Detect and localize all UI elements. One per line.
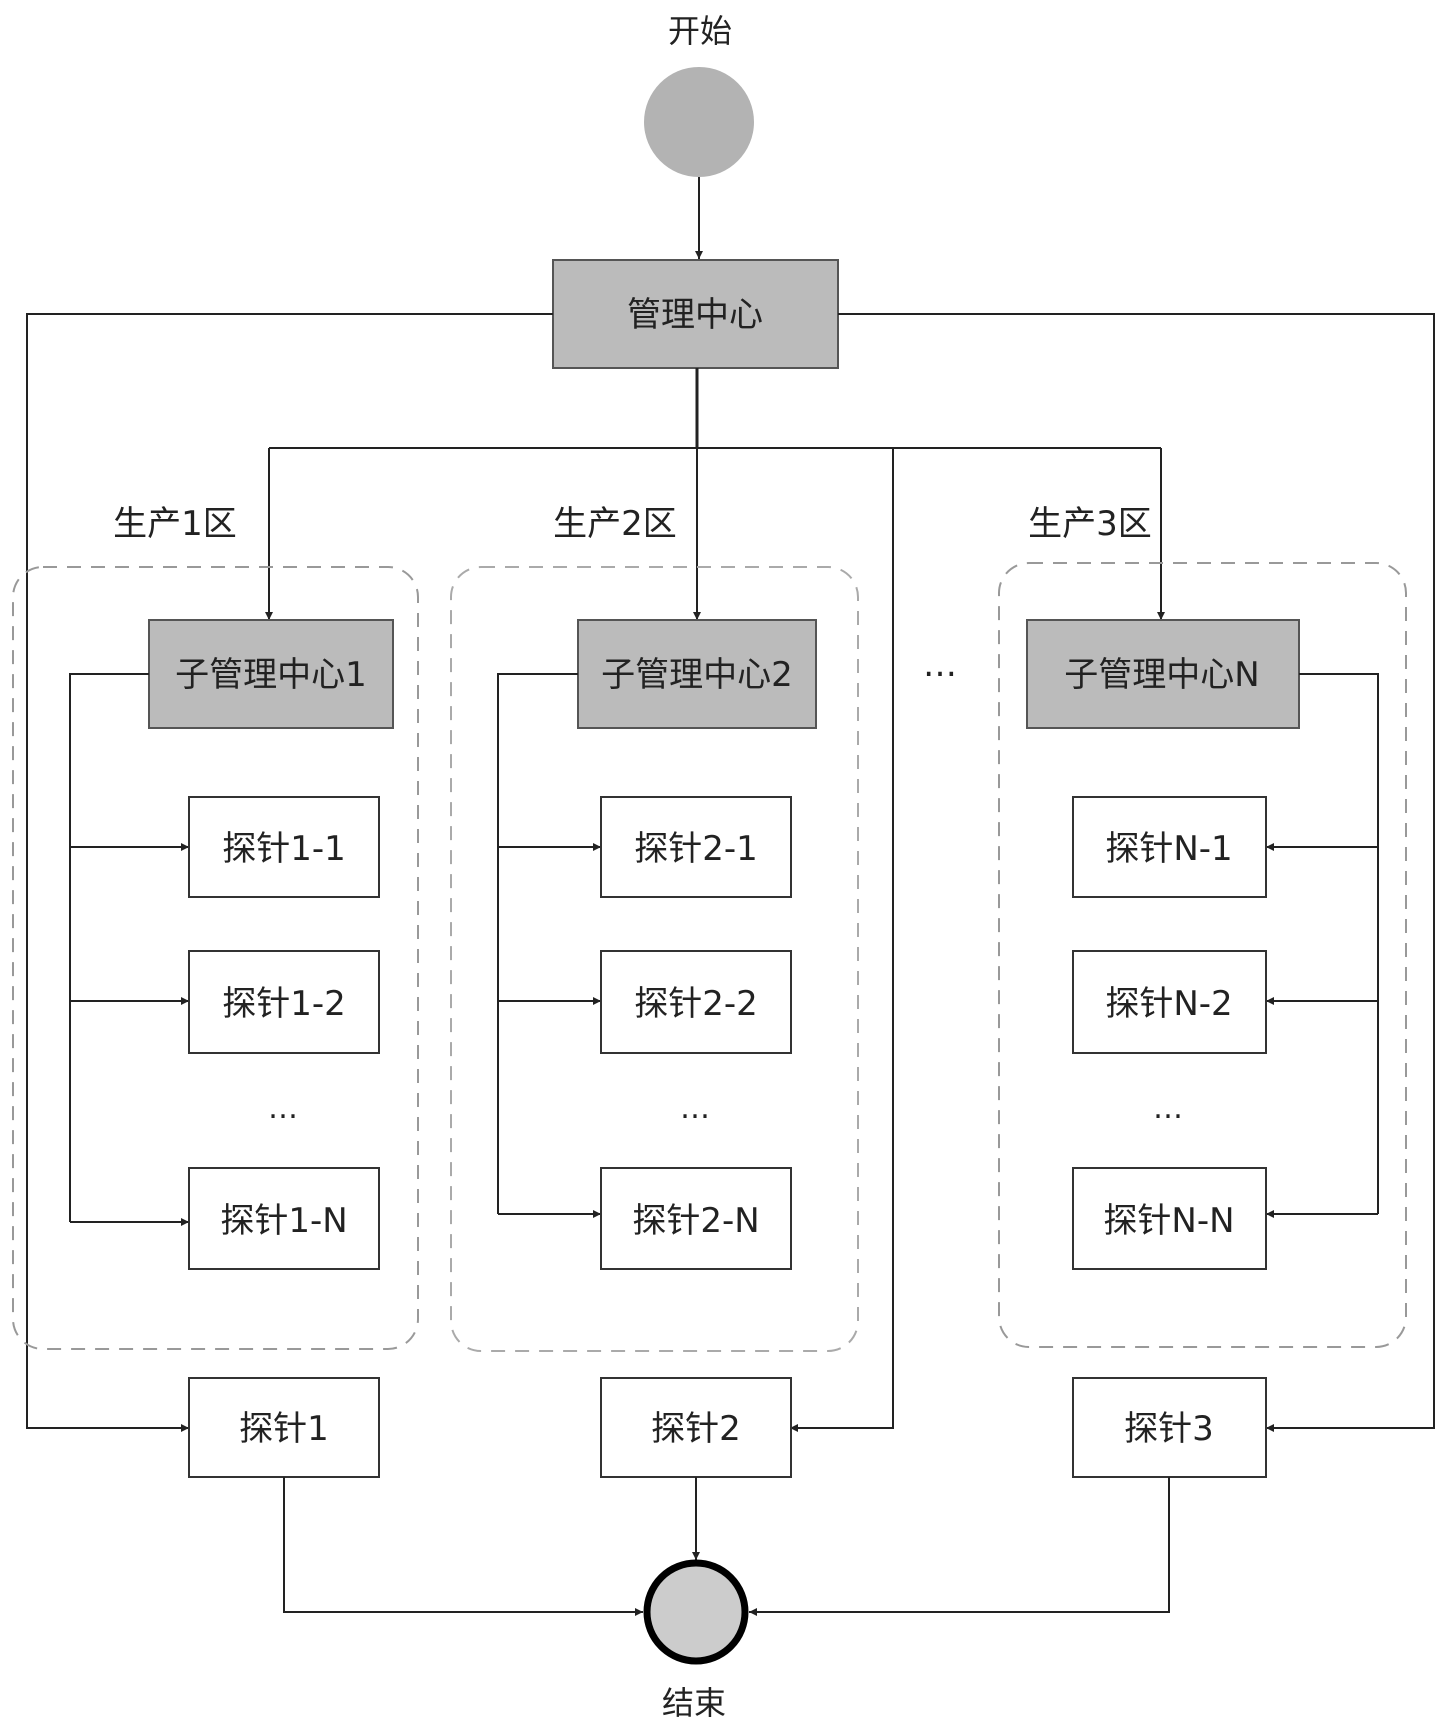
probe-1-ellipsis: …	[268, 1091, 298, 1126]
probe-1-1-node[interactable]	[188, 796, 380, 898]
edge-center-probe2	[790, 448, 894, 1432]
sub-center-1-label: 子管理中心1	[175, 655, 367, 695]
probe-2-2-node[interactable]	[600, 950, 792, 1054]
sub-center-2-label: 子管理中心2	[601, 655, 793, 695]
probe-N-ellipsis: …	[1153, 1091, 1183, 1126]
zone1-bus	[69, 673, 149, 1222]
zone-container-3	[998, 562, 1407, 1348]
probe-2-1-node[interactable]	[600, 796, 792, 898]
probe-1-N-label: 探针1-N	[220, 1201, 347, 1241]
probe-N-N-label: 探针N-N	[1103, 1201, 1234, 1241]
zone2-bus	[497, 673, 578, 1214]
sub-center-N-node[interactable]	[1026, 619, 1300, 729]
zone3-bus	[1299, 673, 1379, 1214]
start-label: 开始	[668, 12, 732, 50]
edge-center-probe1	[26, 313, 553, 1432]
probe-N-1-node[interactable]	[1072, 796, 1267, 898]
sub-center-1-node[interactable]	[148, 619, 394, 729]
probe-2-1-label: 探针2-1	[634, 829, 758, 869]
probe-N-2-node[interactable]	[1072, 950, 1267, 1054]
probe-1-2-node[interactable]	[188, 950, 380, 1054]
edge-center-probe3	[838, 313, 1435, 1432]
start-node[interactable]	[644, 67, 754, 177]
probe-1-1-label: 探针1-1	[222, 829, 346, 869]
end-label: 结束	[662, 1684, 726, 1722]
zone-label-1: 生产1区	[113, 504, 237, 544]
probe-2-2-label: 探针2-2	[634, 984, 758, 1024]
probe-2-N-label: 探针2-N	[632, 1201, 759, 1241]
edge-probe1-end	[283, 1477, 643, 1616]
end-node[interactable]	[643, 1559, 749, 1665]
probe-N-N-node[interactable]	[1072, 1167, 1267, 1270]
zone-gap-ellipsis: …	[923, 645, 957, 685]
probe-1-label: 探针1	[239, 1409, 329, 1449]
management-center-label: 管理中心	[627, 295, 763, 335]
edge-probe3-end	[749, 1477, 1170, 1616]
zone-label-3: 生产3区	[1028, 504, 1152, 544]
probe-3-node[interactable]	[1072, 1377, 1267, 1478]
probe-1-N-node[interactable]	[188, 1167, 380, 1270]
probe-N-1-label: 探针N-1	[1105, 829, 1232, 869]
zone-container-2	[450, 566, 859, 1352]
probe-1-node[interactable]	[188, 1377, 380, 1478]
probe-3-label: 探针3	[1124, 1409, 1214, 1449]
probe-2-N-node[interactable]	[600, 1167, 792, 1270]
sub-center-N-label: 子管理中心N	[1064, 655, 1259, 695]
probe-N-2-label: 探针N-2	[1105, 984, 1232, 1024]
zone-label-2: 生产2区	[553, 504, 677, 544]
probe-2-ellipsis: …	[680, 1091, 710, 1126]
probe-1-2-label: 探针1-2	[222, 984, 346, 1024]
probe-2-label: 探针2	[651, 1409, 741, 1449]
probe-2-node[interactable]	[600, 1377, 792, 1478]
zone-container-1	[12, 566, 419, 1350]
